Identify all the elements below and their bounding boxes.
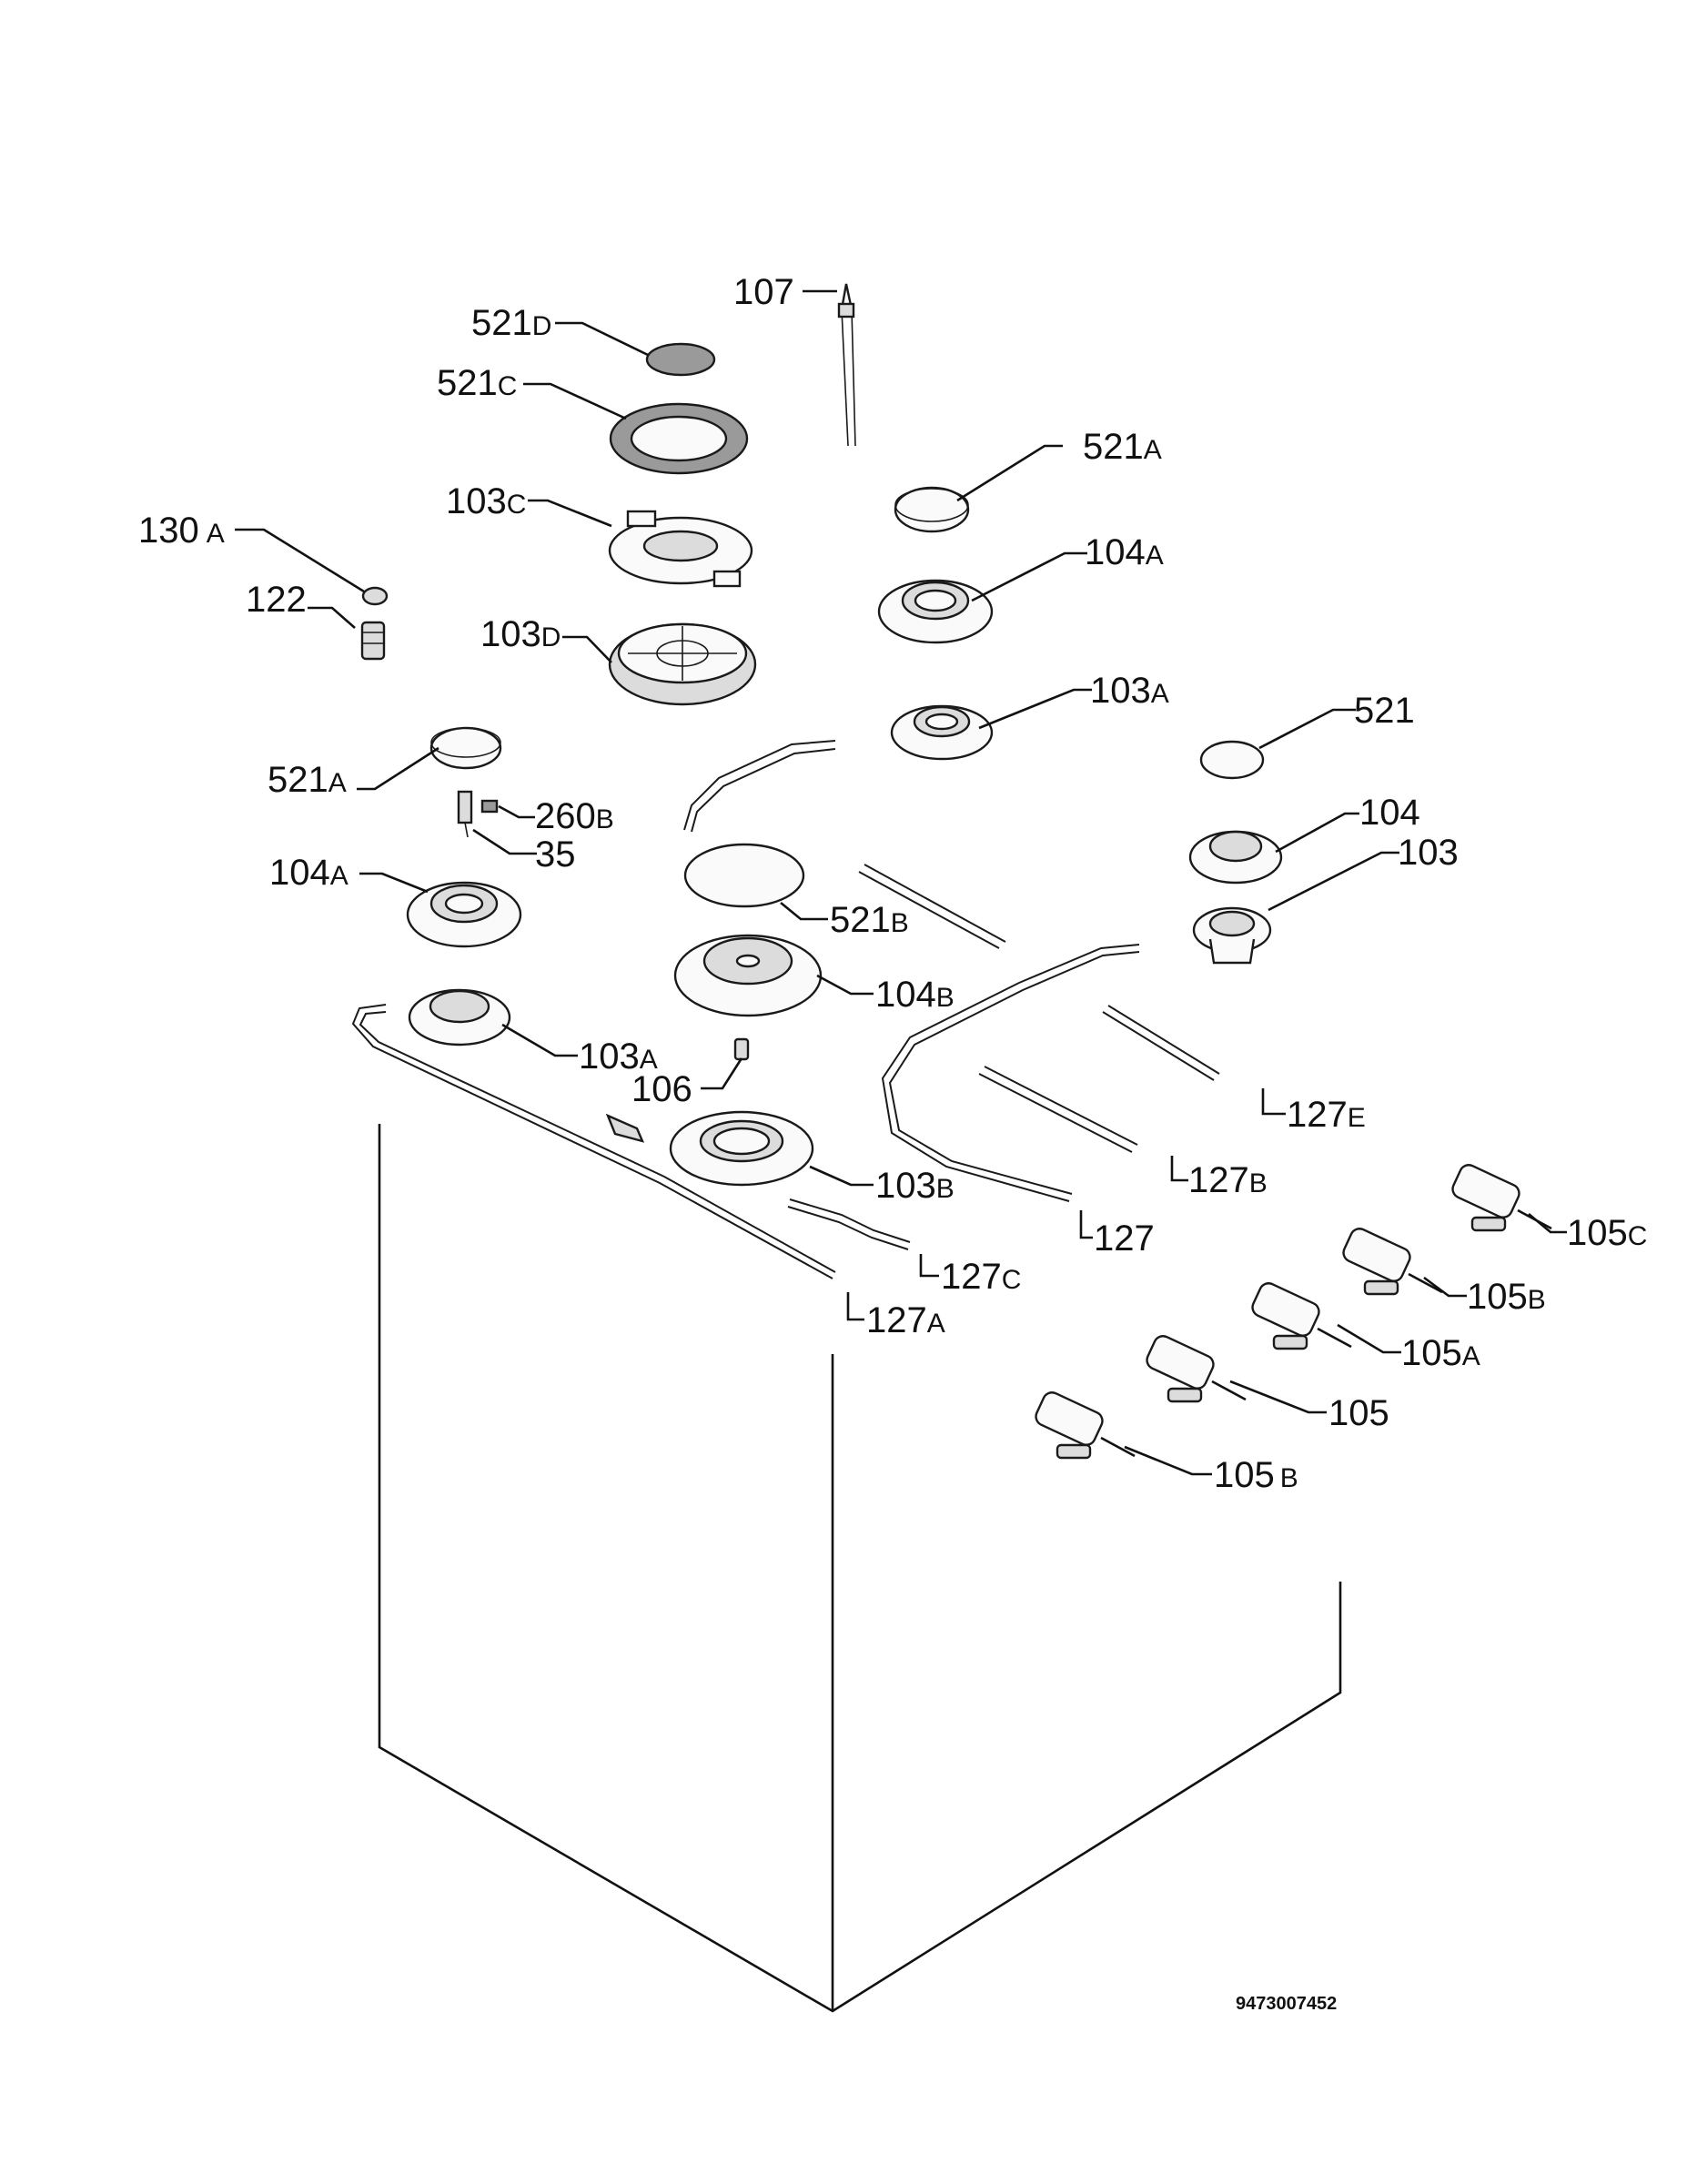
label-105b-upper: 105B xyxy=(1467,1277,1546,1317)
label-521d: 521D xyxy=(471,303,551,343)
gas-taps xyxy=(1035,1164,1552,1460)
label-521a-right: 521A xyxy=(1083,427,1162,467)
label-127c: 127C xyxy=(941,1257,1021,1297)
label-521b: 521B xyxy=(830,900,909,940)
label-104a-right: 104A xyxy=(1085,532,1164,572)
thermocouple-35-260b xyxy=(457,790,499,838)
cap-521b xyxy=(683,843,805,908)
label-521: 521 xyxy=(1354,691,1415,731)
gas-tap-105b-lower xyxy=(1035,1391,1136,1460)
label-104: 104 xyxy=(1359,793,1420,833)
label-103: 103 xyxy=(1398,833,1459,873)
gas-tap-105a xyxy=(1251,1282,1352,1350)
label-521a-left: 521A xyxy=(268,760,347,800)
burner-base-103b xyxy=(605,1110,814,1187)
label-127: 127 xyxy=(1094,1218,1155,1259)
label-105a: 105A xyxy=(1401,1333,1480,1373)
label-127a: 127A xyxy=(866,1300,945,1340)
label-104b: 104B xyxy=(875,975,955,1015)
gas-tap-105c xyxy=(1451,1164,1552,1232)
label-122: 122 xyxy=(246,580,307,620)
burner-base-103 xyxy=(1192,906,1272,965)
label-104a-left: 104A xyxy=(269,853,348,893)
cap-521a-left xyxy=(429,726,502,770)
label-105c: 105C xyxy=(1567,1213,1647,1253)
document-code: 9473007452 xyxy=(1236,1994,1337,2014)
burner-part-103d xyxy=(608,622,757,706)
label-127b: 127B xyxy=(1188,1160,1268,1200)
burner-head-104b xyxy=(673,934,823,1017)
label-106: 106 xyxy=(631,1069,692,1109)
burner-head-104 xyxy=(1188,830,1283,885)
label-103a-left: 103A xyxy=(579,1036,658,1077)
label-103c: 103C xyxy=(446,481,526,521)
nozzle-122 xyxy=(360,621,386,661)
cap-521d xyxy=(645,342,716,377)
part-130a xyxy=(361,586,389,606)
burner-head-104a-right xyxy=(877,579,994,644)
burner-part-103c xyxy=(608,510,753,588)
label-260b: 260B xyxy=(535,796,614,836)
burner-base-103a-left xyxy=(408,988,511,1046)
label-127e: 127E xyxy=(1287,1095,1366,1135)
gas-pipes xyxy=(351,740,1220,1279)
injector-106 xyxy=(733,1037,750,1061)
leader-lines xyxy=(235,289,1567,1476)
label-103d: 103D xyxy=(480,614,561,654)
cap-521a-right xyxy=(894,486,970,533)
label-521c: 521C xyxy=(437,363,517,403)
burner-base-103a-right xyxy=(890,704,994,761)
electrode-107 xyxy=(837,283,856,447)
ring-521c xyxy=(609,402,749,475)
gas-tap-105 xyxy=(1146,1335,1247,1403)
cap-521 xyxy=(1199,740,1265,780)
label-103b: 103B xyxy=(875,1166,955,1206)
label-103a-right: 103A xyxy=(1090,671,1169,711)
burner-head-104a-left xyxy=(406,881,522,948)
cabinet-outline xyxy=(378,1124,1342,2013)
label-35: 35 xyxy=(535,834,576,875)
label-107: 107 xyxy=(733,272,794,312)
label-105: 105 xyxy=(1328,1393,1389,1433)
gas-tap-105b-upper xyxy=(1342,1228,1443,1296)
